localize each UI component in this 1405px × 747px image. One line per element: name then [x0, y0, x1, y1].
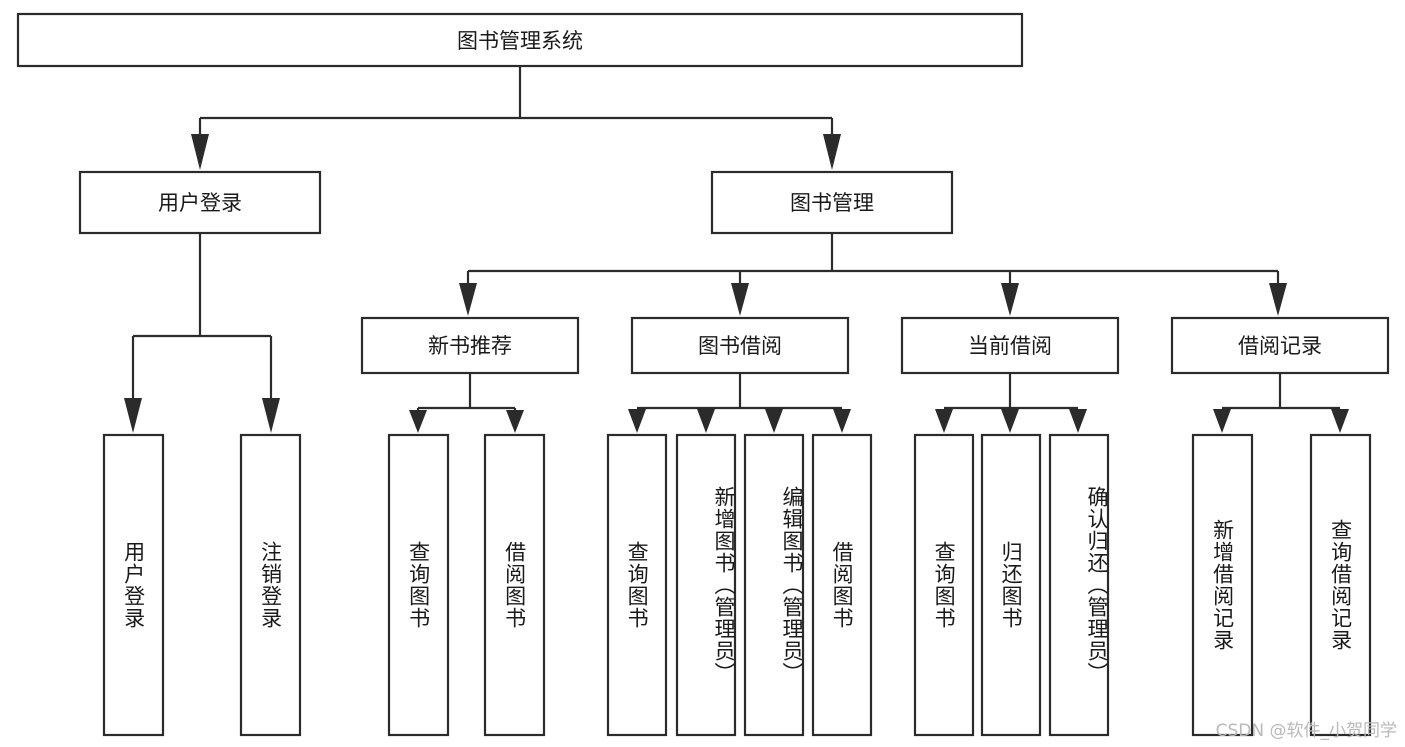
node-current-borrow-label: 当前借阅: [968, 334, 1052, 358]
node-leaf-user-login-box[interactable]: [102, 433, 165, 737]
node-leaf-return-book-box[interactable]: [980, 433, 1042, 737]
arrow-head-new-book-recommend: [459, 283, 477, 316]
node-leaf-borrow-book-2-box[interactable]: [811, 433, 873, 737]
node-current-borrow[interactable]: 当前借阅: [900, 316, 1120, 375]
node-book-borrow[interactable]: 图书借阅: [630, 316, 850, 375]
node-current-borrow-box[interactable]: [900, 316, 1120, 375]
arrow-head-leaf-query-book-2: [628, 409, 646, 433]
node-leaf-query-book-3-box[interactable]: [913, 433, 975, 737]
arrow-head-leaf-return-book: [1001, 409, 1019, 433]
arrow-head-leaf-add-record: [1213, 409, 1231, 433]
node-user-login[interactable]: 用户登录: [78, 170, 322, 235]
node-new-book-recommend-box[interactable]: [360, 316, 580, 375]
node-borrow-record-label: 借阅记录: [1238, 334, 1322, 358]
arrow-head-current-borrow: [1001, 283, 1019, 316]
arrow-head-book-borrow: [731, 283, 749, 316]
node-book-borrow-label: 图书借阅: [698, 334, 782, 358]
arrow-head-leaf-query-record: [1331, 409, 1349, 433]
arrow-head-book-management: [823, 134, 841, 170]
node-user-login-box[interactable]: [78, 170, 322, 235]
node-root-label: 图书管理系统: [457, 29, 583, 53]
node-borrow-record[interactable]: 借阅记录: [1170, 316, 1390, 375]
node-book-borrow-box[interactable]: [630, 316, 850, 375]
arrow-head-leaf-add-book: [697, 409, 715, 433]
node-leaf-add-record-box[interactable]: [1191, 433, 1254, 737]
node-borrow-record-box[interactable]: [1170, 316, 1390, 375]
node-leaf-confirm-return-box[interactable]: [1048, 433, 1110, 737]
node-leaf-logout-login-box[interactable]: [239, 433, 302, 737]
node-new-book-recommend[interactable]: 新书推荐: [360, 316, 580, 375]
node-leaf-edit-book-box[interactable]: [743, 433, 805, 737]
node-root[interactable]: 图书管理系统: [16, 12, 1024, 68]
node-leaf-query-book-2-box[interactable]: [606, 433, 668, 737]
node-book-management-box[interactable]: [710, 170, 954, 235]
arrow-head-user-login: [191, 134, 209, 170]
node-root-box[interactable]: [16, 12, 1024, 68]
node-new-book-recommend-label: 新书推荐: [428, 334, 512, 358]
arrow-head-leaf-borrow-book-2: [833, 409, 851, 433]
arrow-head-leaf-query-book-3: [935, 409, 953, 433]
arrow-head-leaf-query-book-1: [409, 410, 427, 433]
arrow-head-leaf-logout-login: [262, 398, 280, 433]
connectors-layer: [124, 66, 1349, 433]
node-user-login-label: 用户登录: [158, 191, 242, 215]
node-leaf-borrow-book-1-box[interactable]: [483, 433, 546, 737]
arrow-head-leaf-borrow-book-1: [506, 410, 524, 433]
arrow-head-borrow-record: [1269, 283, 1287, 316]
arrow-head-leaf-edit-book: [765, 409, 783, 433]
nodes-layer: 图书管理系统 用户登录 图书管理 新书推荐 图书借阅: [16, 12, 1390, 737]
arrow-head-leaf-confirm-return: [1069, 409, 1087, 433]
arrow-head-leaf-user-login: [124, 398, 142, 433]
node-leaf-add-book-box[interactable]: [675, 433, 737, 737]
node-leaf-query-book-1-box[interactable]: [387, 433, 450, 737]
node-book-management[interactable]: 图书管理: [710, 170, 954, 235]
node-book-management-label: 图书管理: [790, 191, 874, 215]
node-leaf-query-record-box[interactable]: [1309, 433, 1372, 737]
csdn-watermark: CSDN @软件_小贺同学: [1215, 721, 1397, 741]
